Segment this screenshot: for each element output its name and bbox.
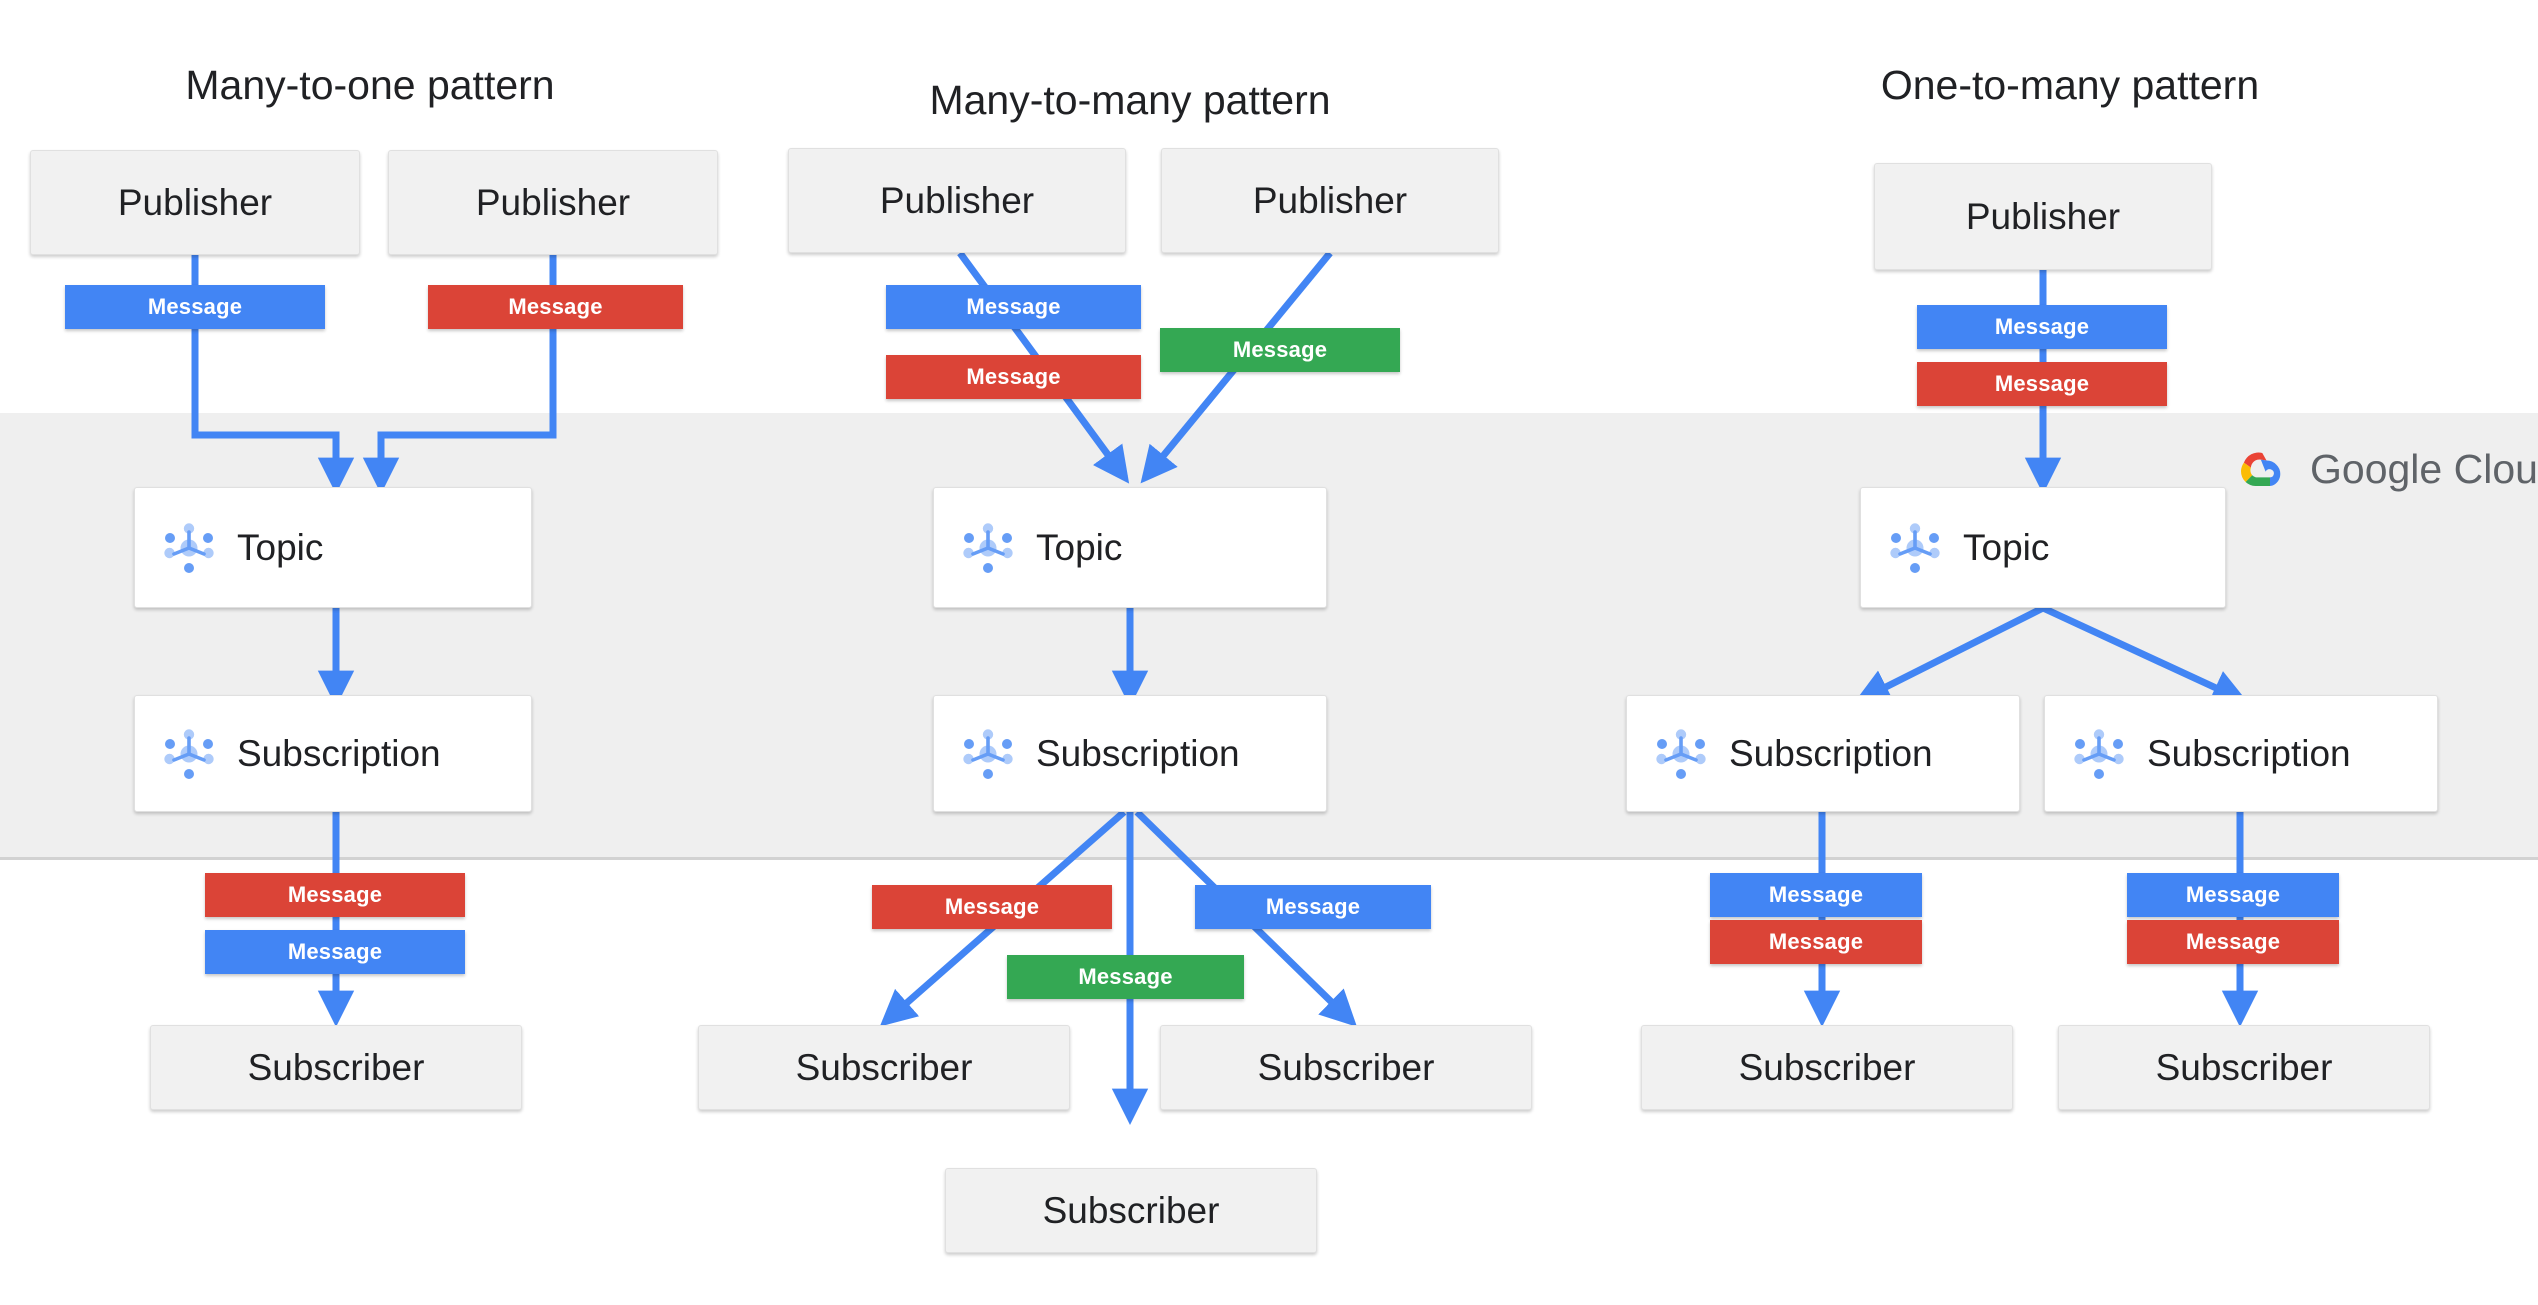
subscriber-box[interactable]: Subscriber xyxy=(150,1025,522,1110)
subscriber-box[interactable]: Subscriber xyxy=(1641,1025,2013,1110)
message-chip-red: Message xyxy=(205,873,465,917)
subscriber-box[interactable]: Subscriber xyxy=(698,1025,1070,1110)
message-chip-red: Message xyxy=(886,355,1141,399)
publisher-box[interactable]: Publisher xyxy=(1874,163,2212,270)
message-label: Message xyxy=(1768,882,1864,907)
message-chip-red: Message xyxy=(428,285,683,329)
publisher-box[interactable]: Publisher xyxy=(30,150,360,255)
subscription-box[interactable]: Subscription xyxy=(933,695,1327,812)
google-cloud-brand: Google xyxy=(2310,446,2443,492)
message-label: Message xyxy=(287,939,383,964)
subscription-box[interactable]: Subscription xyxy=(134,695,532,812)
publisher-label: Publisher xyxy=(1252,179,1408,221)
google-cloud-product: Cloud xyxy=(2453,446,2538,492)
publisher-box[interactable]: Publisher xyxy=(788,148,1126,253)
publisher-box[interactable]: Publisher xyxy=(388,150,718,255)
message-chip-blue: Message xyxy=(205,930,465,974)
subscriber-label: Subscriber xyxy=(1042,1189,1220,1231)
column-title-many-to-one: Many-to-one pattern xyxy=(185,62,555,108)
subscriber-label: Subscriber xyxy=(1738,1046,1916,1088)
publisher-box[interactable]: Publisher xyxy=(1161,148,1499,253)
message-label: Message xyxy=(2185,882,2281,907)
message-chip-green: Message xyxy=(1007,955,1244,999)
topic-label: Topic xyxy=(237,526,324,568)
pubsub-node-icon xyxy=(963,728,1013,779)
subscription-label: Subscription xyxy=(237,732,441,774)
message-chip-blue: Message xyxy=(65,285,325,329)
message-label: Message xyxy=(2185,929,2281,954)
subscriber-label: Subscriber xyxy=(247,1046,425,1088)
google-cloud-mark xyxy=(2240,452,2281,486)
subscription-label: Subscription xyxy=(1036,732,1240,774)
pubsub-node-icon xyxy=(2074,728,2124,779)
pubsub-node-icon xyxy=(1656,728,1706,779)
message-label: Message xyxy=(1265,894,1361,919)
message-label: Message xyxy=(966,364,1061,389)
pubsub-node-icon xyxy=(963,522,1013,573)
column-title-many-to-many: Many-to-many pattern xyxy=(929,77,1331,123)
subscriber-box[interactable]: Subscriber xyxy=(2058,1025,2430,1110)
message-label: Message xyxy=(147,294,243,319)
publisher-label: Publisher xyxy=(475,181,631,223)
message-chip-blue: Message xyxy=(1917,305,2167,349)
message-label: Message xyxy=(966,294,1061,319)
message-label: Message xyxy=(1768,929,1864,954)
google-cloud-logo: Google Cloud xyxy=(2232,446,2538,493)
topic-label: Topic xyxy=(1963,526,2050,568)
message-label: Message xyxy=(287,882,383,907)
subscription-box[interactable]: Subscription xyxy=(1626,695,2020,812)
topic-box[interactable]: Topic xyxy=(1860,487,2226,608)
subscription-box[interactable]: Subscription xyxy=(2044,695,2438,812)
subscriber-label: Subscriber xyxy=(795,1046,973,1088)
message-chip-blue: Message xyxy=(1195,885,1431,929)
message-chip-red: Message xyxy=(1917,362,2167,406)
message-chip-red: Message xyxy=(872,885,1112,929)
message-chip-red: Message xyxy=(1710,920,1922,964)
subscriber-box[interactable]: Subscriber xyxy=(945,1168,1317,1253)
subscription-label: Subscription xyxy=(1729,732,1933,774)
subscriber-box[interactable]: Subscriber xyxy=(1160,1025,1532,1110)
message-chip-blue: Message xyxy=(1710,873,1922,917)
topic-box[interactable]: Topic xyxy=(933,487,1327,608)
message-chip-blue: Message xyxy=(886,285,1141,329)
google-cloud-wordmark: Google Cloud xyxy=(2310,446,2538,493)
message-chip-red: Message xyxy=(2127,920,2339,964)
pubsub-node-icon xyxy=(164,522,214,573)
message-label: Message xyxy=(508,294,603,319)
message-label: Message xyxy=(1994,314,2090,339)
message-label: Message xyxy=(1994,371,2090,396)
message-label: Message xyxy=(1078,964,1173,989)
message-chip-green: Message xyxy=(1160,328,1400,372)
pubsub-node-icon xyxy=(164,728,214,779)
topic-label: Topic xyxy=(1036,526,1123,568)
publisher-label: Publisher xyxy=(117,181,273,223)
publisher-label: Publisher xyxy=(1965,195,2121,237)
message-chip-blue: Message xyxy=(2127,873,2339,917)
publisher-label: Publisher xyxy=(879,179,1035,221)
subscription-label: Subscription xyxy=(2147,732,2351,774)
subscriber-label: Subscriber xyxy=(1257,1046,1435,1088)
pubsub-node-icon xyxy=(1890,522,1940,573)
message-label: Message xyxy=(1232,337,1328,362)
message-label: Message xyxy=(944,894,1040,919)
topic-box[interactable]: Topic xyxy=(134,487,532,608)
subscriber-label: Subscriber xyxy=(2155,1046,2333,1088)
column-title-one-to-many: One-to-many pattern xyxy=(1880,62,2260,108)
